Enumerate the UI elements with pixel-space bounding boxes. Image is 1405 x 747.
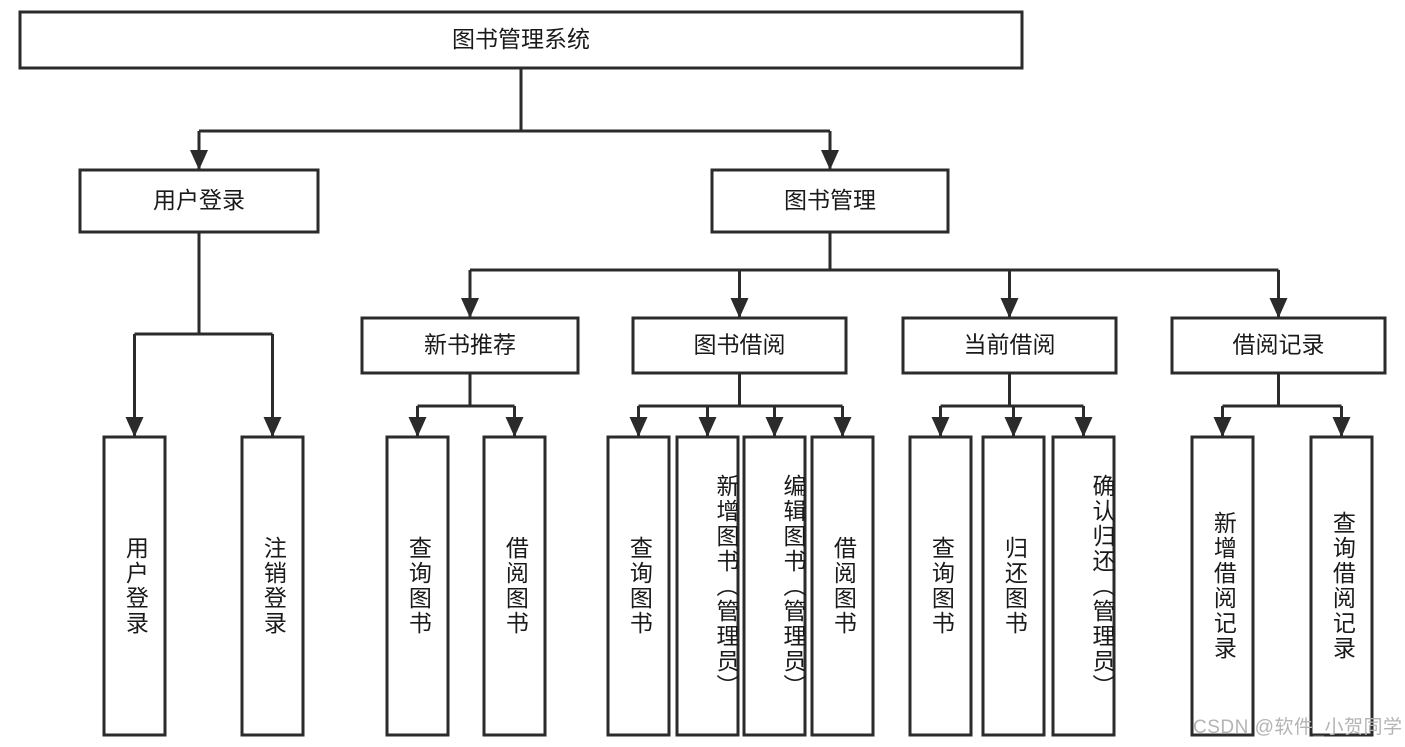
node-label-book-manage: 图书管理 xyxy=(784,187,876,213)
arrow-head-icon xyxy=(730,298,749,318)
node-box-leaf-confirm-return[interactable] xyxy=(1051,435,1116,737)
node-box-root[interactable] xyxy=(18,10,1024,70)
arrow-head-icon xyxy=(1269,298,1288,318)
node-box-leaf-borrow-book-rec[interactable] xyxy=(482,435,547,737)
arrow-head-icon xyxy=(1004,417,1023,437)
node-box-leaf-add-record[interactable] xyxy=(1190,435,1255,737)
node-box-leaf-user-login[interactable] xyxy=(102,435,167,737)
node-box-leaf-query-book-cur[interactable] xyxy=(908,435,973,737)
arrow-head-icon xyxy=(505,417,524,437)
node-box-new-book-recommend[interactable] xyxy=(360,316,580,375)
arrow-head-icon xyxy=(698,417,717,437)
arrow-head-icon xyxy=(931,417,950,437)
arrow-head-icon xyxy=(821,150,839,170)
arrow-head-icon xyxy=(629,417,648,437)
node-box-leaf-query-record[interactable] xyxy=(1309,435,1374,737)
node-label-user-login: 用户登录 xyxy=(153,187,245,213)
arrow-head-icon xyxy=(190,150,208,170)
node-layer xyxy=(18,10,1387,737)
arrow-head-icon xyxy=(408,417,427,437)
connector-layer xyxy=(125,68,1351,437)
node-label-new-book-recommend: 新书推荐 xyxy=(424,332,516,358)
node-box-book-manage[interactable] xyxy=(710,168,950,234)
arrow-head-icon xyxy=(1213,417,1232,437)
node-box-current-borrow[interactable] xyxy=(901,316,1118,375)
node-label-book-borrow: 图书借阅 xyxy=(694,332,786,358)
node-label-current-borrow: 当前借阅 xyxy=(964,332,1056,358)
node-box-leaf-add-book[interactable] xyxy=(675,435,740,737)
csdn-watermark: CSDN @软件_小贺同学 xyxy=(1193,717,1403,738)
arrow-head-icon xyxy=(263,417,282,437)
node-box-leaf-user-logout[interactable] xyxy=(240,435,305,737)
node-label-root: 图书管理系统 xyxy=(452,26,590,52)
node-box-leaf-return-book[interactable] xyxy=(981,435,1046,737)
node-box-user-login[interactable] xyxy=(78,168,320,234)
node-box-book-borrow[interactable] xyxy=(631,316,848,375)
node-box-borrow-record[interactable] xyxy=(1170,316,1387,375)
arrow-head-icon xyxy=(125,417,144,437)
arrow-head-icon xyxy=(1332,417,1351,437)
node-label-borrow-record: 借阅记录 xyxy=(1233,332,1325,358)
arrow-head-icon xyxy=(765,417,784,437)
node-box-leaf-query-book-borrow[interactable] xyxy=(606,435,671,737)
arrow-head-icon xyxy=(1074,417,1093,437)
arrow-head-icon xyxy=(1000,298,1019,318)
arrow-head-icon xyxy=(461,298,479,318)
arrow-head-icon xyxy=(833,417,852,437)
node-box-leaf-borrow-book[interactable] xyxy=(810,435,875,737)
node-box-leaf-edit-book[interactable] xyxy=(742,435,807,737)
node-box-leaf-query-book-rec[interactable] xyxy=(385,435,450,737)
